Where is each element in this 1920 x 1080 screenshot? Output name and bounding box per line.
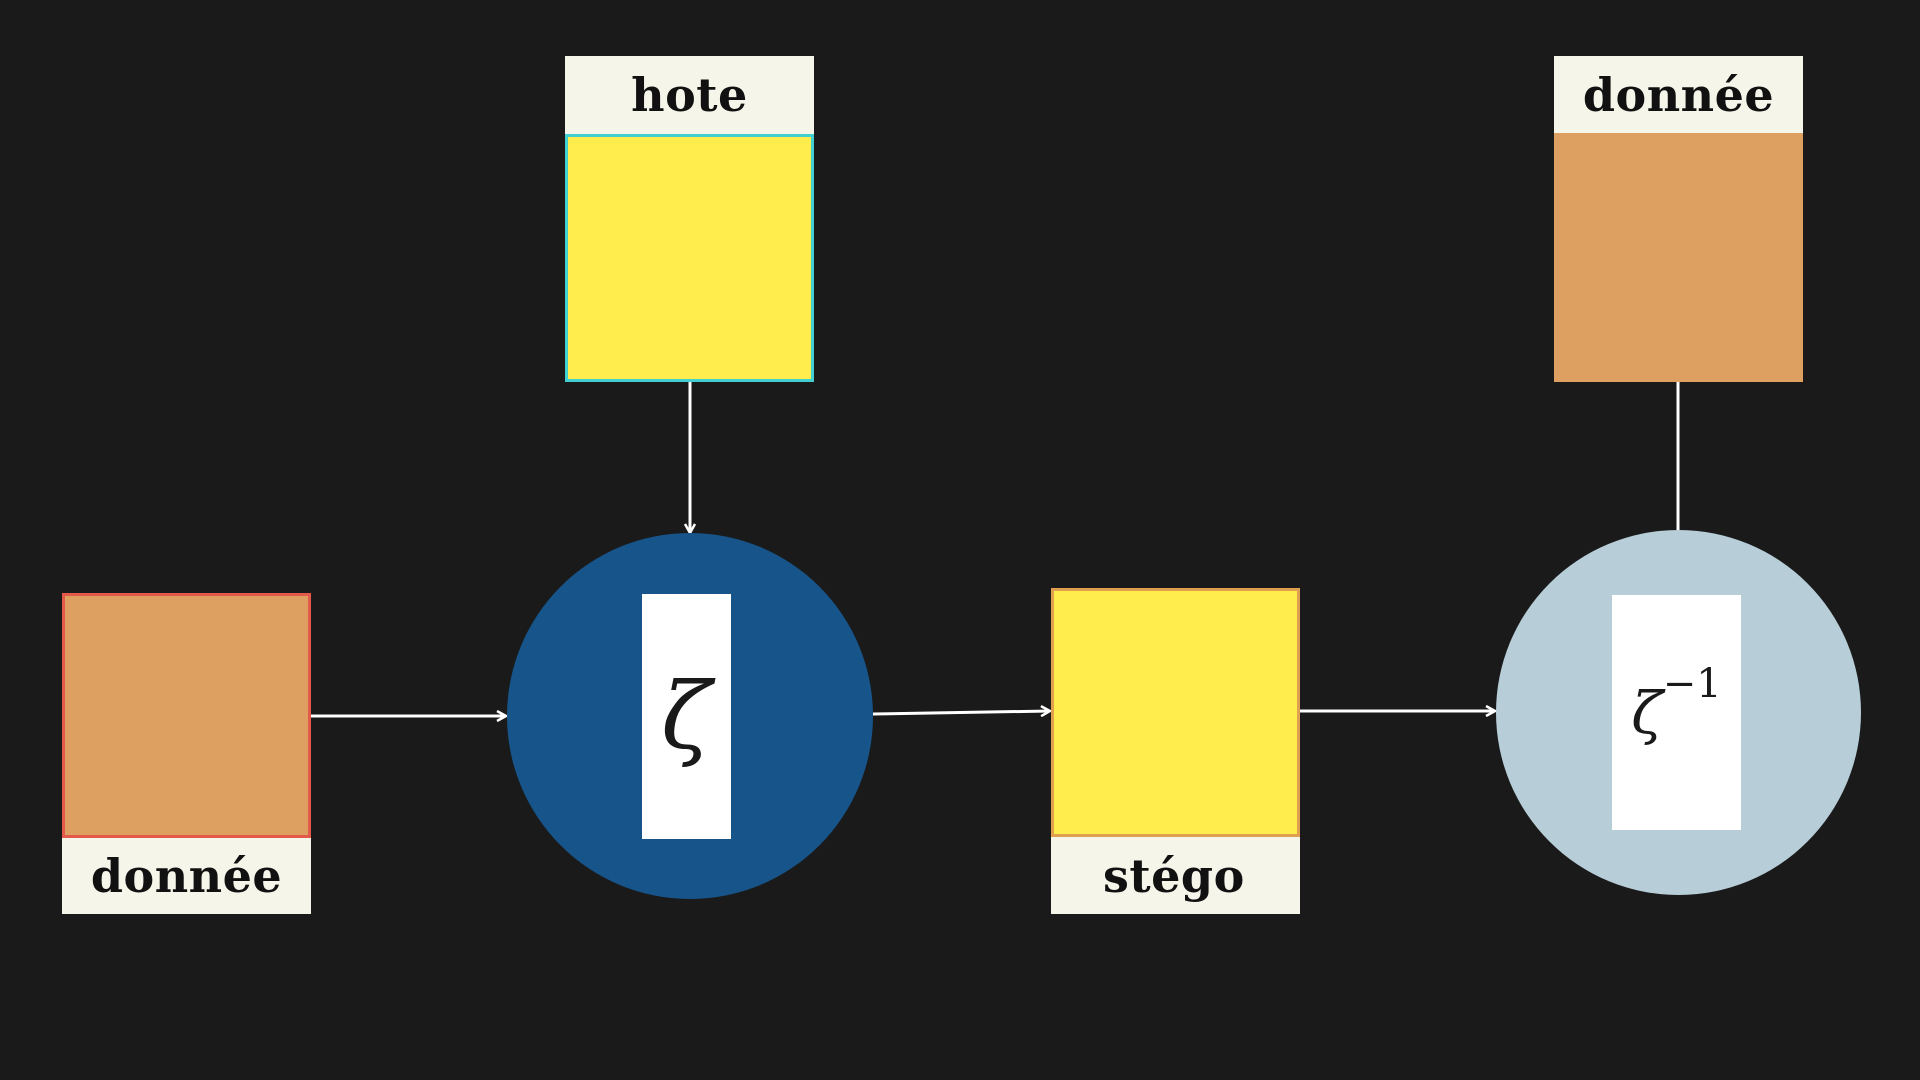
data-input-label: donnée [62, 838, 311, 914]
data-output-label: donnée [1554, 56, 1803, 133]
zeta-inverse-symbol: ζ [1631, 678, 1663, 747]
zeta-symbol-card: ζ [641, 593, 731, 839]
data-output-block [1554, 133, 1803, 382]
stego-label: stégo [1051, 837, 1300, 914]
host-block [565, 134, 814, 382]
edge-embed-to-stego [872, 711, 1050, 714]
stego-block [1051, 588, 1300, 837]
host-label: hote [565, 56, 814, 134]
extract-function-node: ζ −1 [1496, 530, 1861, 895]
inverse-superscript: −1 [1662, 660, 1722, 707]
data-input-block [62, 593, 311, 838]
zeta-symbol: ζ [661, 662, 711, 770]
zeta-inverse-symbol-card: ζ −1 [1612, 595, 1741, 830]
embed-function-node: ζ [507, 533, 873, 899]
